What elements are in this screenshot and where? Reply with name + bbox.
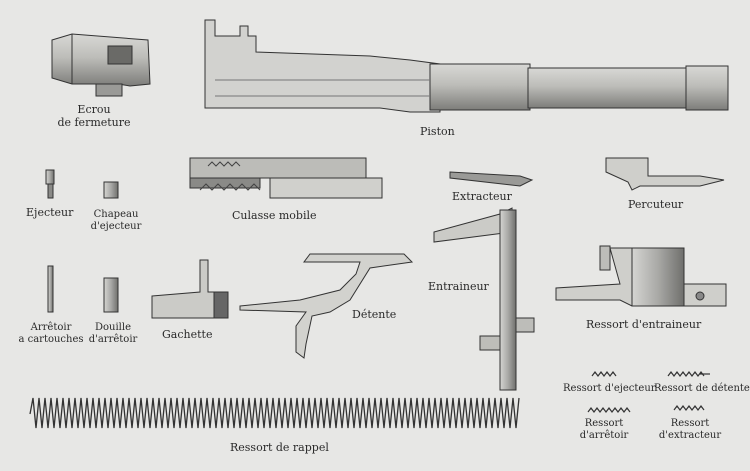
detente-label: Détente [352,308,397,321]
culasse-part [189,157,383,199]
ressort-rappel-label: Ressort de rappel [230,441,329,454]
entraineur-part [433,207,535,391]
culasse-label: Culasse mobile [232,209,317,222]
ressort-detente-label: Ressort de détente [654,383,750,394]
piston-label: Piston [420,125,455,138]
ecrou-part [51,33,151,97]
ressort-detente-part [667,371,710,377]
percuteur-part [605,157,725,191]
ressort-arretoir-part [587,407,631,413]
ejecteur-part [45,169,55,199]
gachette-part [151,259,229,319]
ejecteur-label: Ejecteur [26,206,74,219]
entraineur-label: Entraineur [428,280,489,293]
douille-part [103,277,119,313]
ressort-rappel-part [29,397,520,429]
ressort-ejecteur-label: Ressort d'ejecteur [563,383,656,394]
ressort-entraineur-part [555,245,727,307]
ressort-ejecteur-part [591,371,617,377]
piston-part [204,19,729,113]
ressort-extracteur-part [673,405,705,411]
detente-part [239,253,414,359]
chapeau-part [103,181,119,199]
extracteur-label: Extracteur [452,190,512,203]
gachette-label: Gachette [162,328,213,341]
ressort-entraineur-label: Ressort d'entraineur [586,318,702,331]
extracteur-part [449,171,534,187]
percuteur-label: Percuteur [628,198,684,211]
arretoir-part [47,265,54,313]
